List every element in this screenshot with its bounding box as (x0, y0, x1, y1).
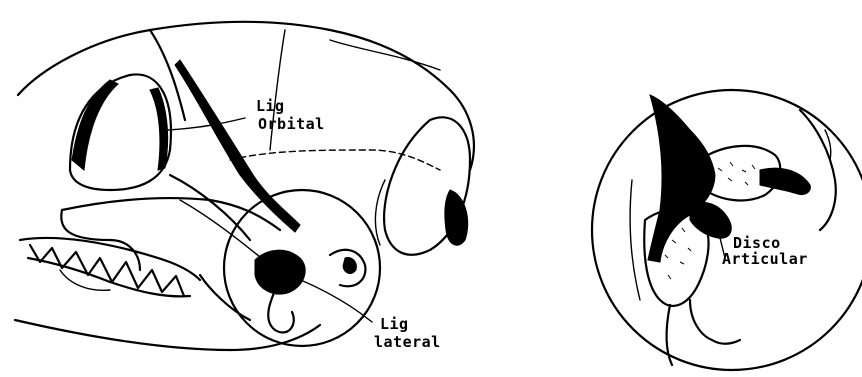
lig-orbital-label-line2: Orbital (258, 117, 325, 132)
eminence-stipple (718, 162, 763, 185)
lig-orbital-label-line1: Lig (256, 99, 285, 114)
articular-fossa (648, 95, 715, 262)
lig-lateral-label-line2: lateral (374, 335, 441, 350)
lig-orbital-leader (168, 118, 245, 130)
maxilla (20, 238, 200, 280)
teeth (30, 245, 184, 296)
mandible (15, 320, 320, 350)
lig-lateral-label-line1: Lig (380, 317, 409, 332)
zygomatic-arch (62, 198, 280, 230)
disco-articular-label-line2: Articular (722, 252, 808, 267)
disco-articular-label-line1: Disco (733, 236, 781, 251)
posterior-attachment (760, 168, 810, 194)
articular-disc (690, 202, 731, 238)
